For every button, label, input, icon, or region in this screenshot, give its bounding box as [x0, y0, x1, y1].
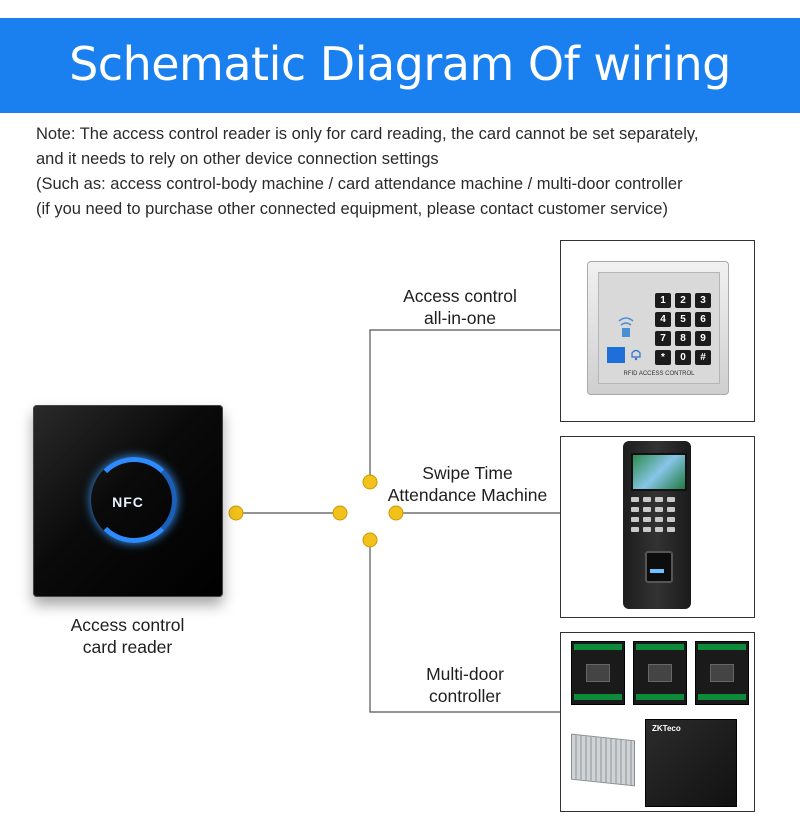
sensor-glow [650, 569, 664, 573]
doorbell-icon [607, 347, 625, 363]
keypad-connector-dot [362, 474, 378, 490]
controller-connector-dot [362, 532, 378, 548]
attendance-label-line2: Attendance Machine [387, 485, 548, 505]
page-title: Schematic Diagram Of wiring [69, 37, 731, 91]
note-line: (Such as: access control-body machine / … [36, 175, 683, 193]
attendance-key [655, 507, 663, 512]
attendance-label-line1: Swipe Time [422, 463, 513, 483]
attendance-key [631, 507, 639, 512]
reader-label-line2: card reader [82, 637, 173, 657]
note-line: Note: The access control reader is only … [36, 125, 699, 143]
attendance-key [655, 517, 663, 522]
attendance-connector-dot [388, 505, 404, 521]
attendance-key [667, 507, 675, 512]
key-star: * [655, 350, 671, 365]
keypad-wire [369, 329, 560, 482]
title-banner: Schematic Diagram Of wiring [0, 18, 800, 113]
card-reader-image: NFC [33, 405, 223, 597]
attendance-key [643, 507, 651, 512]
controller-wire [369, 540, 560, 713]
key-6: 6 [695, 312, 711, 327]
reader-connector-dot [228, 505, 244, 521]
attendance-label: Swipe Time Attendance Machine [375, 462, 560, 506]
attendance-key [667, 497, 675, 502]
controller-cabinet-image: ZKTeco [645, 719, 737, 807]
keypad-label-line1: Access control [403, 286, 517, 306]
hub-connector-dot [332, 505, 348, 521]
key-7: 7 [655, 331, 671, 346]
attendance-device-image [623, 441, 691, 609]
controller-board-image [695, 641, 749, 705]
attendance-key [631, 527, 639, 532]
attendance-key [631, 497, 639, 502]
power-supply-image [571, 733, 635, 787]
key-4: 4 [655, 312, 671, 327]
keypad-device-image: 1 2 3 4 5 6 7 8 9 * 0 # RFID ACCESS CONT… [587, 261, 729, 395]
controller-board-image [633, 641, 687, 705]
key-3: 3 [695, 293, 711, 308]
key-2: 2 [675, 293, 691, 308]
attendance-key [631, 517, 639, 522]
key-0: 0 [675, 350, 691, 365]
key-9: 9 [695, 331, 711, 346]
nfc-logo: NFC [112, 494, 144, 510]
controller-label-line2: controller [429, 686, 501, 706]
key-hash: # [695, 350, 711, 365]
key-8: 8 [675, 331, 691, 346]
attendance-screen [631, 453, 687, 491]
note-line: and it needs to rely on other device con… [36, 150, 439, 168]
controller-label: Multi-door controller [390, 663, 540, 707]
note-text: Note: The access control reader is only … [36, 122, 786, 222]
keypad-label-line2: all-in-one [424, 308, 496, 328]
bell-icon [631, 349, 641, 361]
attendance-key [655, 527, 663, 532]
fingerprint-sensor-icon [645, 551, 673, 583]
controller-board-image [571, 641, 625, 705]
nfc-ring-icon [91, 457, 177, 543]
keypad-label: Access control all-in-one [385, 285, 535, 329]
keypad-caption: RFID ACCESS CONTROL [623, 371, 695, 377]
keypad-face: 1 2 3 4 5 6 7 8 9 * 0 # RFID ACCESS CONT… [598, 272, 720, 384]
attendance-key [655, 497, 663, 502]
attendance-key [667, 527, 675, 532]
controller-device-box: ZKTeco [560, 632, 755, 812]
attendance-key [643, 517, 651, 522]
attendance-key [643, 527, 651, 532]
attendance-device-box [560, 436, 755, 618]
reader-label-line1: Access control [70, 615, 185, 635]
keypad-device-box: 1 2 3 4 5 6 7 8 9 * 0 # RFID ACCESS CONT… [560, 240, 755, 422]
attendance-key [643, 497, 651, 502]
rfid-wave-icon [618, 317, 634, 337]
reader-label: Access control card reader [40, 614, 215, 658]
key-1: 1 [655, 293, 671, 308]
attendance-key [667, 517, 675, 522]
brand-logo: ZKTeco [652, 724, 681, 733]
key-5: 5 [675, 312, 691, 327]
controller-label-line1: Multi-door [426, 664, 504, 684]
note-line: (if you need to purchase other connected… [36, 200, 668, 218]
